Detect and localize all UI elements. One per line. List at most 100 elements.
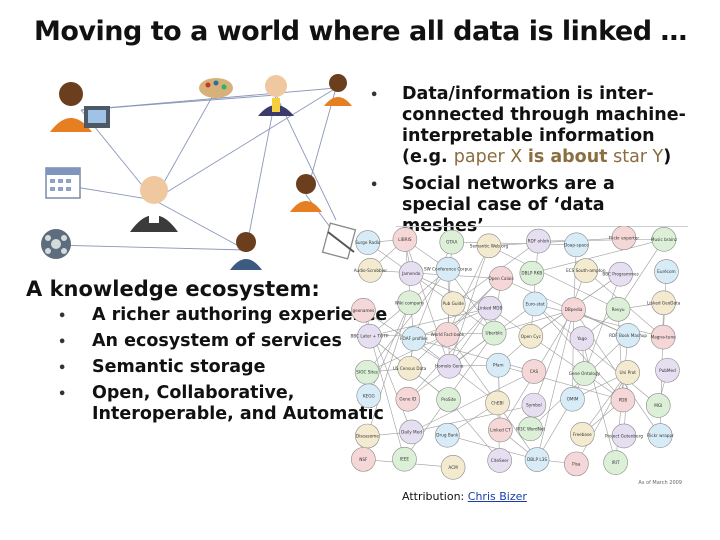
- lod-node-label: ProSite: [441, 397, 456, 402]
- lod-node: FOAF profiles: [400, 326, 428, 351]
- lod-node-label: IRIT: [612, 460, 620, 465]
- lod-node-label: Eurécom: [657, 269, 675, 274]
- lod-node-circle: [395, 386, 421, 412]
- lod-node: BBC Later + TOTP: [351, 323, 389, 349]
- lod-node-label: LIBRIS: [398, 237, 412, 242]
- lod-node: ProSite: [436, 387, 461, 412]
- lod-node-circle: [518, 416, 543, 442]
- ecosystem-heading: A knowledge ecosystem:: [26, 277, 320, 301]
- lod-node-circle: [351, 297, 376, 323]
- lod-node-label: Drug Bank: [436, 433, 459, 438]
- lod-node-circle: [436, 353, 462, 379]
- lod-node: Open Calais: [488, 266, 514, 291]
- lod-node-label: BBC Programmes: [602, 272, 638, 277]
- lod-link: [534, 303, 624, 401]
- lod-node-circle: [645, 393, 671, 418]
- lod-node: Gene Ontology: [569, 361, 601, 386]
- lod-node-circle: [650, 324, 676, 350]
- lod-node: Symbol: [521, 392, 547, 418]
- lod-node-circle: [611, 226, 637, 251]
- lod-link: [576, 372, 628, 465]
- lod-node-circle: [488, 417, 513, 443]
- lod-node-label: Magna-tune: [651, 335, 677, 340]
- lod-node-label: geonames: [352, 308, 374, 313]
- lod-node-circle: [435, 256, 461, 282]
- lod-node-circle: [573, 258, 599, 283]
- lod-node-circle: [357, 323, 382, 349]
- lod-node-circle: [358, 257, 383, 283]
- lod-node-label: RDF Book Mashup: [609, 333, 647, 338]
- lod-node-circle: [569, 326, 595, 351]
- lod-node-label: Uni Prot: [619, 370, 636, 375]
- lod-node: Homolo Gene: [435, 353, 464, 379]
- lod-node-label: Linked MDB: [478, 306, 503, 311]
- lod-node-label: DBLP RKB: [521, 271, 542, 276]
- lod-node: Wiki company: [395, 290, 425, 316]
- lod-node-label: RDF ohloh: [528, 239, 550, 244]
- bullet-services: •An ecosystem of services: [58, 331, 342, 351]
- lod-node: Project Gutenberg: [605, 423, 643, 449]
- lod-node: SIOC Sites: [354, 359, 380, 385]
- attribution-link[interactable]: Chris Bizer: [467, 490, 527, 503]
- attribution-label: Attribution:: [402, 490, 468, 503]
- lod-node-circle: [561, 297, 586, 322]
- lod-node: CAS: [521, 359, 547, 384]
- lod-node: Yago: [569, 326, 595, 351]
- lod-link: [488, 245, 619, 310]
- lod-node: Eurécom: [654, 259, 679, 284]
- lod-node-circle: [440, 455, 466, 480]
- lod-link: [584, 274, 621, 374]
- lod-node-circle: [476, 233, 502, 259]
- lod-node-circle: [398, 261, 424, 286]
- lod-node-circle: [435, 422, 460, 448]
- lod-node-label: Flickr wrappr: [647, 433, 675, 438]
- lod-node: Flickr exporter: [609, 226, 640, 251]
- lod-node-label: Flickr exporter: [609, 235, 640, 240]
- lod-node-label: Diseasome: [356, 434, 380, 439]
- lod-node-circle: [570, 421, 595, 447]
- lod-node-label: Semantic Web.org: [470, 243, 509, 248]
- lod-node: MGI: [645, 393, 671, 418]
- lod-node: Uni Prot: [615, 360, 640, 385]
- lod-node: Semantic Web.org: [470, 233, 509, 259]
- lod-link: [368, 302, 410, 396]
- lod-link: [536, 309, 574, 460]
- lod-node: LIBRIS: [392, 227, 418, 252]
- bullet-social-networks: • Social networks are a special case of …: [370, 174, 615, 236]
- lod-link: [448, 245, 490, 367]
- lod-node-circle: [615, 360, 640, 385]
- lod-node: World Fact-book: [431, 322, 465, 347]
- bullet-dot: •: [370, 88, 379, 103]
- person-suit-icon: [258, 75, 294, 116]
- lod-node-circle: [521, 359, 547, 384]
- lod-node: Uberblic: [481, 320, 507, 346]
- lod-node-label: OMIM: [567, 397, 579, 402]
- lod-node: NSF: [351, 447, 376, 472]
- lod-node: SW Conference Corpus: [424, 256, 472, 282]
- lod-node-label: Open Calais: [488, 276, 513, 281]
- bullet-linked-data: • Data/information is inter-connected th…: [370, 84, 686, 167]
- lod-node-label: PDB: [619, 397, 628, 402]
- lod-node-circle: [560, 386, 585, 412]
- slide-title: Moving to a world where all data is link…: [34, 16, 687, 47]
- lod-node-circle: [651, 290, 676, 316]
- lod-link: [369, 332, 495, 337]
- lod-link: [494, 309, 574, 334]
- lod-node: IRIT: [603, 450, 628, 475]
- lod-node: RDF ohloh: [526, 228, 551, 254]
- lod-node-circle: [564, 232, 589, 258]
- lod-node-label: MGI: [654, 403, 662, 408]
- lod-node-circle: [487, 448, 512, 473]
- lod-node-label: KEGG: [363, 393, 375, 398]
- lod-node-label: CAS: [530, 369, 539, 374]
- lod-node-label: SW Conference Corpus: [424, 267, 472, 272]
- lod-node-label: PubMed: [659, 368, 676, 373]
- ecosystem-bullet-list: •A richer authoring experience •An ecosy…: [58, 305, 387, 430]
- lod-node-circle: [439, 229, 465, 255]
- lod-node-label: Doap-space: [564, 242, 589, 247]
- bullet-storage: •Semantic storage: [58, 357, 266, 377]
- lod-node-circle: [654, 259, 679, 284]
- right-bullet-list: • Data/information is inter-connected th…: [366, 84, 686, 243]
- lod-node-label: Symbol: [526, 403, 542, 408]
- lod-node-label: Yago: [576, 336, 587, 341]
